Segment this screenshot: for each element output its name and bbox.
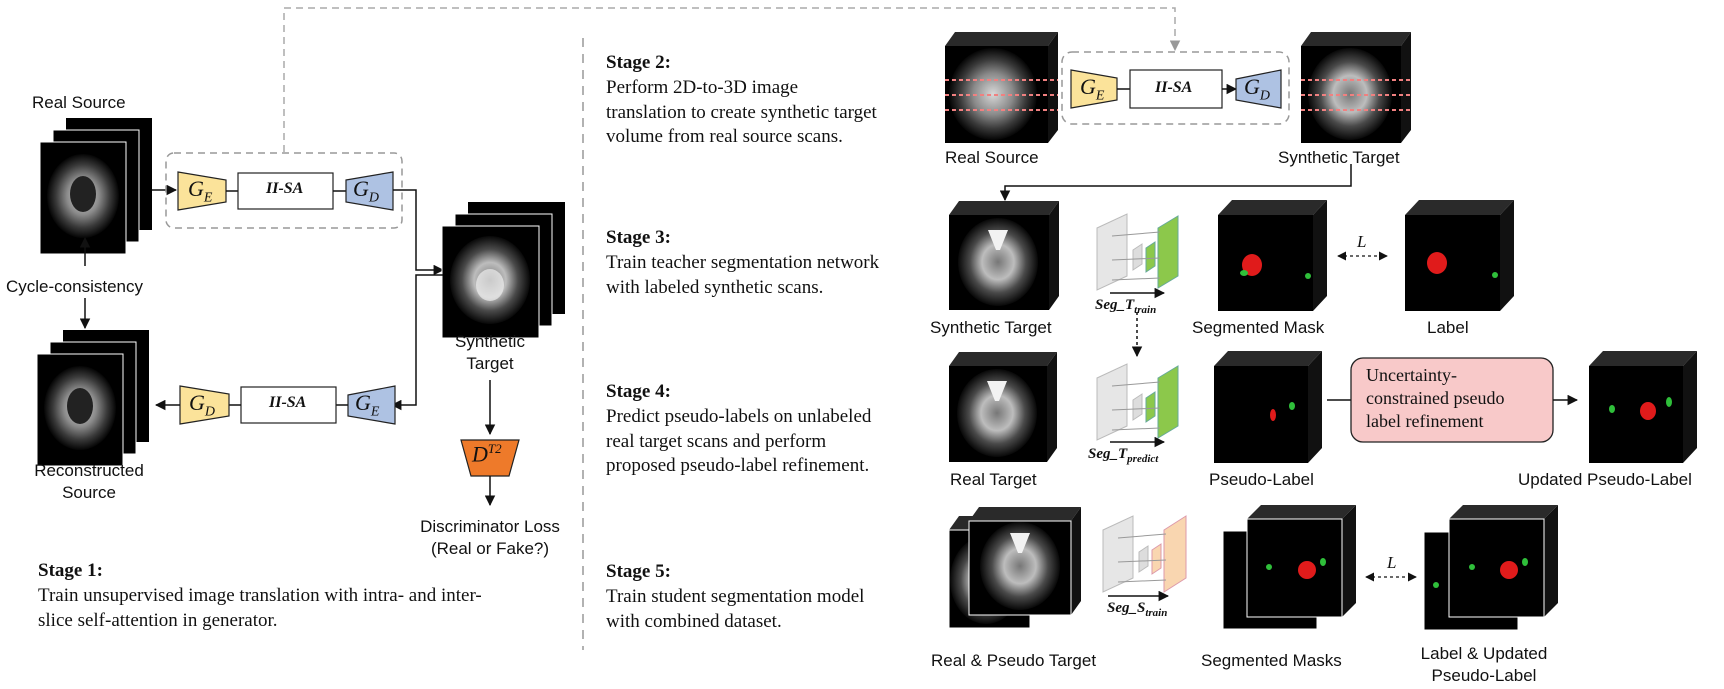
stage4-updated-pseudo-label-cube xyxy=(1589,351,1697,463)
decoder-cycle-label: GD xyxy=(189,390,216,420)
stage2-sa-block xyxy=(1129,69,1223,109)
synthetic-target-stack xyxy=(441,202,565,339)
stage3-input-label: Synthetic Target xyxy=(930,318,1052,337)
stage3-title: Stage 3: xyxy=(606,227,671,248)
stage2-encoder-label: GE xyxy=(1080,74,1105,104)
stage4-description: Predict pseudo-labels on unlabeled real … xyxy=(606,406,872,476)
stage3-label-cube xyxy=(1405,200,1514,311)
stage2-encoder-block xyxy=(1070,69,1118,109)
stage4-real-target-cube xyxy=(949,352,1057,462)
stage2-sa-label: II-SA xyxy=(1155,79,1193,96)
synthetic-target-label: Synthetic Target xyxy=(455,332,525,373)
decoder-block-cycle xyxy=(179,385,230,425)
stage4-updated-label: Updated Pseudo-Label xyxy=(1518,470,1692,489)
encoder-cycle-label: GE xyxy=(355,390,380,420)
generator-group-box xyxy=(165,152,403,229)
stage5-input-label: Real & Pseudo Target xyxy=(931,651,1097,670)
stage2-description: Perform 2D-to-3D image translation to cr… xyxy=(606,77,877,147)
decoder-block xyxy=(345,171,394,211)
stage4-title: Stage 4: xyxy=(606,381,671,402)
stage2-decoder-label: GD xyxy=(1244,74,1271,104)
stage5-label-label: Label & Updated Pseudo-Label xyxy=(1420,644,1548,685)
stage5-loss-label: L xyxy=(1387,553,1397,572)
discriminator-block xyxy=(460,439,520,477)
stage3-segmented-mask-cube xyxy=(1218,200,1327,311)
stage2-real-source-cube xyxy=(945,32,1058,143)
stage3-description: Train teacher segmentation network with … xyxy=(606,252,880,298)
teacher-predict-network-icon xyxy=(1096,363,1179,441)
stage3-mask-label: Segmented Mask xyxy=(1192,318,1325,337)
stage5-mask-label: Segmented Masks xyxy=(1201,651,1342,670)
student-seg-network-icon xyxy=(1102,515,1187,593)
stage5-label-cubes xyxy=(1423,505,1558,631)
discriminator-label: DT2 xyxy=(472,441,502,467)
stage5-title: Stage 5: xyxy=(606,561,671,582)
stage3-loss-label: L xyxy=(1357,232,1367,251)
refinement-box-label: Uncertainty- constrained pseudo label re… xyxy=(1366,365,1505,431)
discriminator-loss-label: Discriminator Loss (Real or Fake?) xyxy=(420,517,560,558)
stage5-input-cubes xyxy=(948,507,1081,629)
stage2-real-source-label: Real Source xyxy=(945,148,1039,167)
reconstructed-source-stack xyxy=(36,330,149,467)
stage5-description: Train student segmentation model with co… xyxy=(606,586,865,632)
sa-block xyxy=(237,172,334,210)
reconstructed-source-label: Reconstructed Source xyxy=(34,461,144,502)
stage3-synthetic-cube xyxy=(949,201,1059,310)
decoder-label: GD xyxy=(353,176,380,206)
stage3-label-label: Label xyxy=(1427,318,1469,337)
encoder-block xyxy=(177,171,227,211)
stage2-decoder-block xyxy=(1235,69,1282,109)
sa-cycle-label: II-SA xyxy=(269,394,307,411)
encoder-block-cycle xyxy=(347,385,396,425)
stage4-input-label: Real Target xyxy=(950,470,1037,489)
cycle-consistency-label: Cycle-consistency xyxy=(6,277,143,296)
stage1-title: Stage 1: xyxy=(38,560,103,581)
stage4-pseudo-label: Pseudo-Label xyxy=(1209,470,1314,489)
stage2-synthetic-target-cube xyxy=(1301,32,1411,143)
stage1-description: Train unsupervised image translation wit… xyxy=(38,585,482,631)
encoder-label: GE xyxy=(188,176,213,206)
student-train-label: Seg_Strain xyxy=(1107,600,1168,619)
weight-transfer-arrow xyxy=(283,7,1181,152)
teacher-predict-label: Seg_Tpredict xyxy=(1088,446,1159,465)
teacher-train-label: Seg_Ttrain xyxy=(1095,297,1157,316)
sa-block-cycle xyxy=(240,386,337,424)
real-source-stack xyxy=(39,118,152,255)
teacher-seg-network-icon xyxy=(1096,213,1179,291)
sa-label: II-SA xyxy=(266,180,304,197)
stage4-pseudo-label-cube xyxy=(1214,351,1322,463)
stage2-title: Stage 2: xyxy=(606,52,671,73)
real-source-label: Real Source xyxy=(32,93,126,112)
stage2-synthetic-target-label: Synthetic Target xyxy=(1278,148,1400,167)
stage5-segmented-masks-cubes xyxy=(1222,505,1356,630)
